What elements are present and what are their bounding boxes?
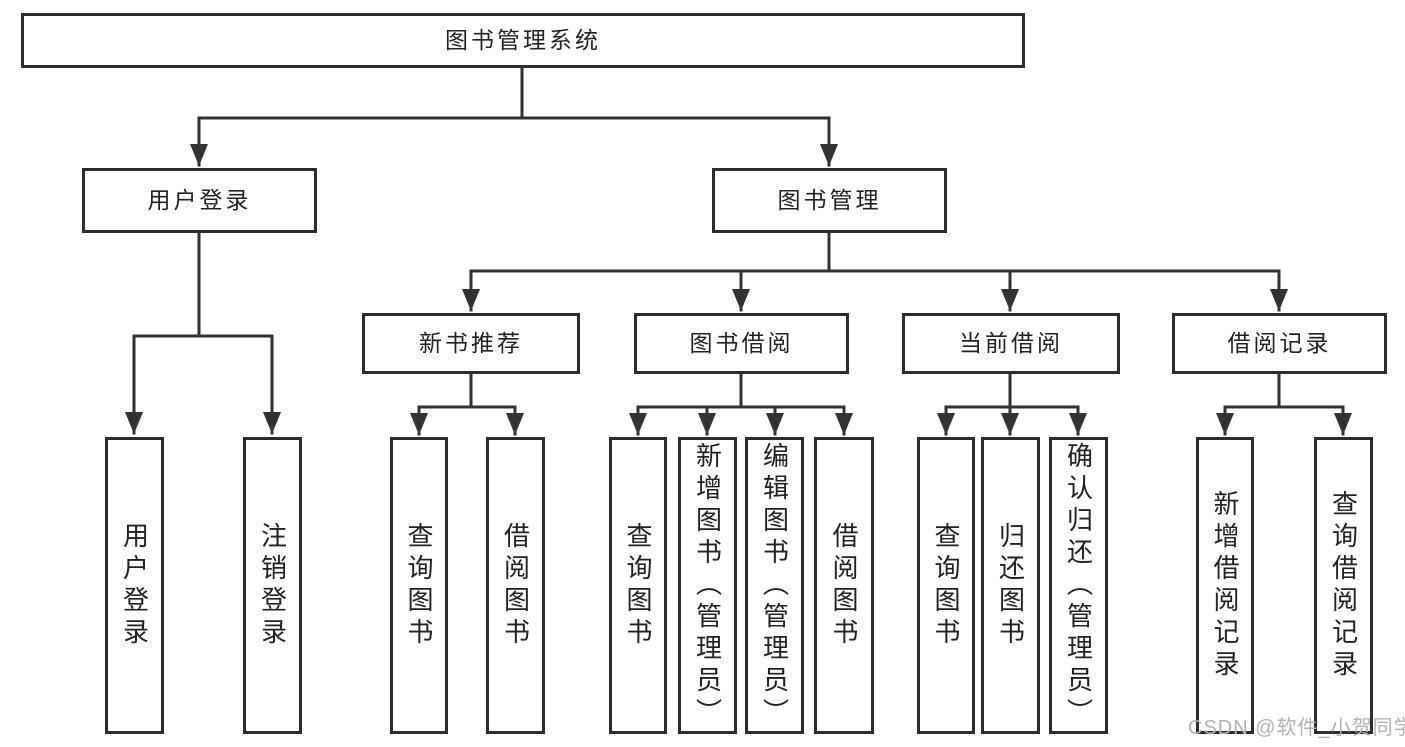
leaf-current-query-books: 查询图书 — [917, 437, 975, 734]
node-current-borrowing: 当前借阅 — [902, 313, 1120, 374]
node-borrowing-records: 借阅记录 — [1172, 313, 1387, 374]
node-new-book-recommend: 新书推荐 — [362, 313, 580, 374]
csdn-watermark: CSDN @软件_小贺同学 — [1188, 717, 1405, 739]
leaf-current-return-books: 归还图书 — [981, 437, 1040, 734]
leaf-borrow-borrow-books: 借阅图书 — [814, 437, 874, 734]
leaf-newrec-query-books: 查询图书 — [390, 437, 448, 734]
leaf-borrow-edit-books-admin: 编辑图书（管理员） — [745, 437, 804, 734]
leaf-logout: 注销登录 — [243, 437, 302, 734]
leaf-newrec-borrow-books: 借阅图书 — [486, 437, 545, 734]
leaf-records-query-record: 查询借阅记录 — [1314, 437, 1373, 734]
leaf-records-add-record: 新增借阅记录 — [1196, 437, 1254, 734]
leaf-current-confirm-return-admin: 确认归还（管理员） — [1049, 437, 1108, 734]
leaf-user-login: 用户登录 — [105, 437, 164, 734]
leaf-borrow-query-books: 查询图书 — [609, 437, 667, 734]
node-book-management: 图书管理 — [712, 168, 947, 233]
leaf-borrow-add-books-admin: 新增图书（管理员） — [678, 437, 737, 734]
node-user-login: 用户登录 — [82, 168, 317, 233]
node-book-borrowing: 图书借阅 — [634, 313, 849, 374]
node-root-system: 图书管理系统 — [21, 13, 1025, 68]
